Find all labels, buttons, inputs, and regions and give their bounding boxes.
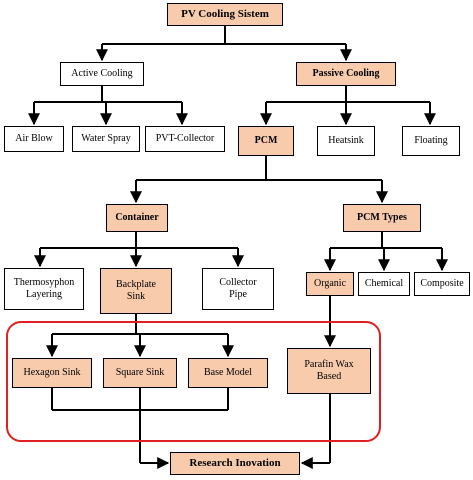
node-backplate-sink: Backplate Sink [100,268,172,314]
node-composite: Composite [414,272,470,296]
node-pcm-types: PCM Types [343,204,421,232]
node-chemical: Chemical [358,272,410,296]
node-thermosyphon-layering: Thermosyphon Layering [4,268,84,310]
node-pvt-collector: PVT-Collector [145,126,225,152]
node-square-sink: Square Sink [103,358,177,388]
node-research-inovation: Research Inovation [170,452,300,475]
node-active-cooling: Active Cooling [60,62,144,86]
node-passive-cooling: Passive Cooling [296,62,396,86]
node-water-spray: Water Spray [72,126,140,152]
node-parafin-wax-based: Parafin Wax Based [287,348,371,394]
node-floating: Floating [402,126,460,156]
research-scope-outline [6,321,381,442]
node-pv-cooling-system: PV Cooling Sistem [167,3,283,26]
node-collector-pipe: Collector Pipe [202,268,274,310]
node-base-model: Base Model [188,358,268,388]
node-pcm: PCM [238,126,294,156]
node-organic: Organic [306,272,354,296]
node-hexagon-sink: Hexagon Sink [12,358,92,388]
node-heatsink: Heatsink [317,126,375,156]
node-container: Container [106,204,168,232]
node-air-blow: Air Blow [4,126,64,152]
